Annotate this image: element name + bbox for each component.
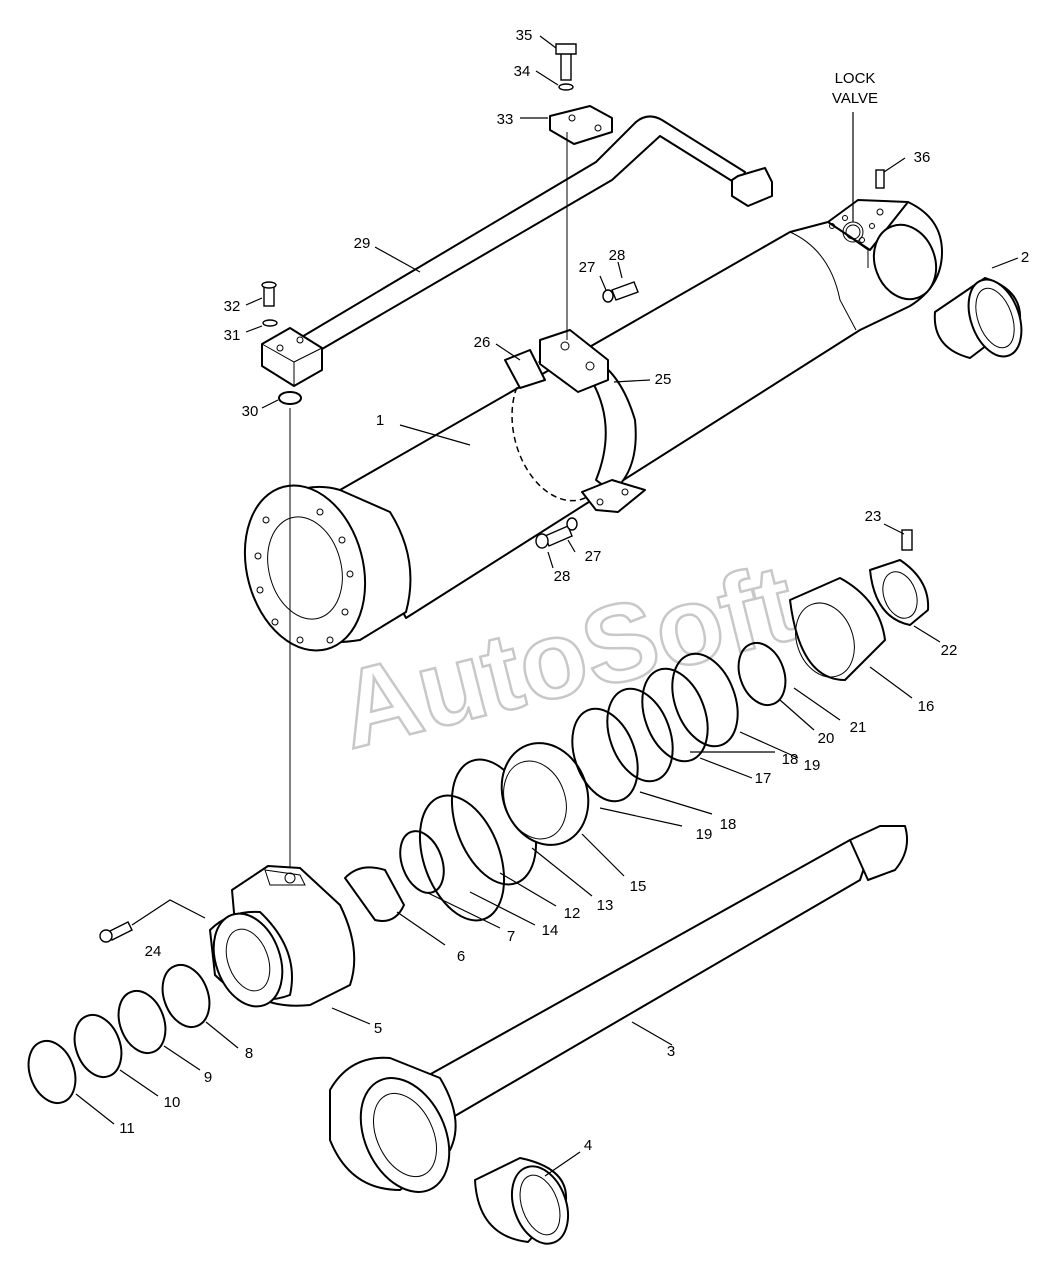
label-16: 16 <box>918 698 935 715</box>
label-1: 1 <box>376 412 384 429</box>
seals-and-rings <box>344 529 930 922</box>
label-3: 3 <box>667 1043 675 1060</box>
label-19a: 19 <box>804 757 821 774</box>
bolts-part-27-28 <box>535 281 639 549</box>
label-28b: 28 <box>554 568 571 585</box>
label-18a: 18 <box>782 751 799 768</box>
label-20: 20 <box>818 730 835 747</box>
label-24: 24 <box>145 943 162 960</box>
label-4: 4 <box>584 1137 592 1154</box>
rod-cover-part-5 <box>209 865 356 1008</box>
label-36: 36 <box>914 149 931 166</box>
label-13: 13 <box>597 897 614 914</box>
label-9: 9 <box>204 1069 212 1086</box>
clamp-band-part-25 <box>504 329 646 513</box>
bushing-part-4 <box>474 1157 570 1245</box>
label-18b: 18 <box>720 816 737 833</box>
o-ring-part-30 <box>278 391 302 405</box>
label-10: 10 <box>164 1094 181 1111</box>
label-5: 5 <box>374 1020 382 1037</box>
piston-rod-part-3 <box>329 825 908 1193</box>
label-11: 11 <box>119 1120 135 1137</box>
pipe-part-29 <box>299 115 773 357</box>
label-23: 23 <box>865 508 882 525</box>
label-34: 34 <box>514 63 531 80</box>
leader-lines <box>75 35 1019 1177</box>
label-25: 25 <box>655 371 672 388</box>
label-21: 21 <box>850 719 867 736</box>
label-7: 7 <box>507 928 515 945</box>
label-32: 32 <box>224 298 241 315</box>
label-30: 30 <box>242 403 259 420</box>
label-33: 33 <box>497 111 514 128</box>
label-29: 29 <box>354 235 371 252</box>
label-6: 6 <box>457 948 465 965</box>
cylinder-tube-part-1 <box>243 199 943 652</box>
label-17: 17 <box>755 770 772 787</box>
label-22: 22 <box>941 642 958 659</box>
label-8: 8 <box>245 1045 253 1062</box>
label-35: 35 <box>516 27 533 44</box>
label-27a: 27 <box>579 259 596 276</box>
plug-part-36 <box>875 169 885 216</box>
label-14: 14 <box>542 922 559 939</box>
bushing-part-2 <box>933 277 1023 359</box>
bolt-part-24 <box>99 921 133 943</box>
label-31: 31 <box>224 327 241 344</box>
lock-valve-line1: LOCK <box>835 70 876 87</box>
label-26: 26 <box>474 334 491 351</box>
pipe-flange-block <box>261 281 323 387</box>
label-19b: 19 <box>696 826 713 843</box>
label-12: 12 <box>564 905 581 922</box>
label-27b: 27 <box>585 548 602 565</box>
lock-valve-line2: VALVE <box>832 90 878 107</box>
label-15: 15 <box>630 878 647 895</box>
rod-seals-8-11 <box>27 964 211 1104</box>
label-2: 2 <box>1021 249 1029 266</box>
label-28a: 28 <box>609 247 626 264</box>
pipe-clamp-part-33 <box>549 43 613 145</box>
